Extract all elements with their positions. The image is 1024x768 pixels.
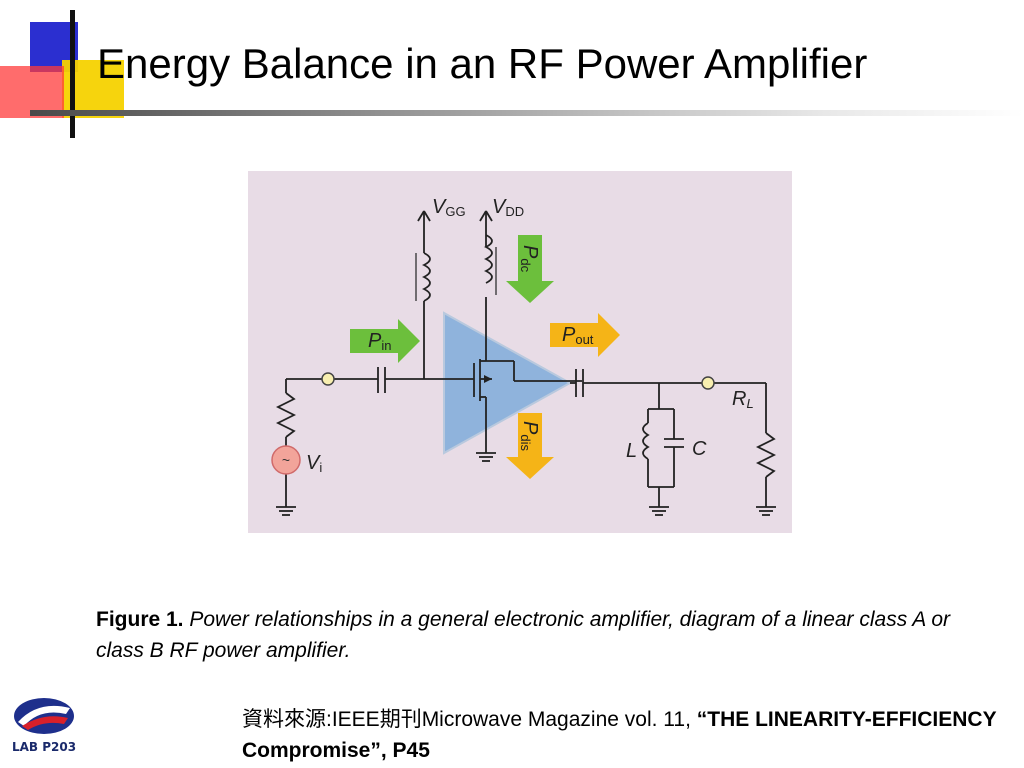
figure-caption: Figure 1. Power relationships in a gener… <box>96 604 976 666</box>
input-node <box>321 372 335 386</box>
lab-logo: LAB P203 <box>8 696 80 762</box>
vi-label: Vi <box>306 452 322 475</box>
rl-label: RL <box>732 388 754 411</box>
caption-text: Power relationships in a general electro… <box>96 608 951 662</box>
source-citation: 資料來源:IEEE期刊Microwave Magazine vol. 11, “… <box>242 704 1022 766</box>
gate-bias <box>415 210 431 379</box>
pout-arrow <box>550 313 620 357</box>
input-wiring <box>275 367 474 507</box>
pdc-arrow <box>506 235 554 303</box>
vgg-label: VGG <box>432 196 466 219</box>
input-ground <box>276 506 296 516</box>
amplifier-diagram: ~ <box>248 171 792 533</box>
output-wiring <box>570 369 777 507</box>
slide-title: Energy Balance in an RF Power Amplifier <box>97 40 868 87</box>
vdd-label: VDD <box>492 196 524 219</box>
output-node <box>701 376 715 390</box>
title-divider <box>30 110 1024 116</box>
pin-label: Pin <box>368 330 391 353</box>
pdis-arrow <box>506 413 554 479</box>
source-prefix: 資料來源:IEEE期刊Microwave Magazine vol. 11, <box>242 708 697 731</box>
drain-bias <box>479 210 497 361</box>
lab-logo-text: LAB P203 <box>11 740 77 754</box>
pout-label: Pout <box>562 324 594 347</box>
source-title: “THE LINEARITY-EFFICIENCY Compromise”, P… <box>242 708 997 762</box>
corner-decoration <box>0 10 130 138</box>
output-grounds <box>649 506 776 516</box>
pdc-label: Pdc <box>518 245 541 273</box>
lab-logo-mark <box>14 698 74 734</box>
mosfet <box>473 359 582 453</box>
ac-symbol: ~ <box>282 452 290 468</box>
capacitor-label: C <box>692 438 707 460</box>
amplifier-triangle <box>443 311 573 455</box>
caption-label: Figure 1. <box>96 608 184 631</box>
mosfet-ground <box>476 452 496 462</box>
pdis-label: Pdis <box>518 421 541 451</box>
inductor-label: L <box>626 440 637 462</box>
pin-arrow <box>350 319 420 363</box>
voltage-source <box>271 445 301 475</box>
